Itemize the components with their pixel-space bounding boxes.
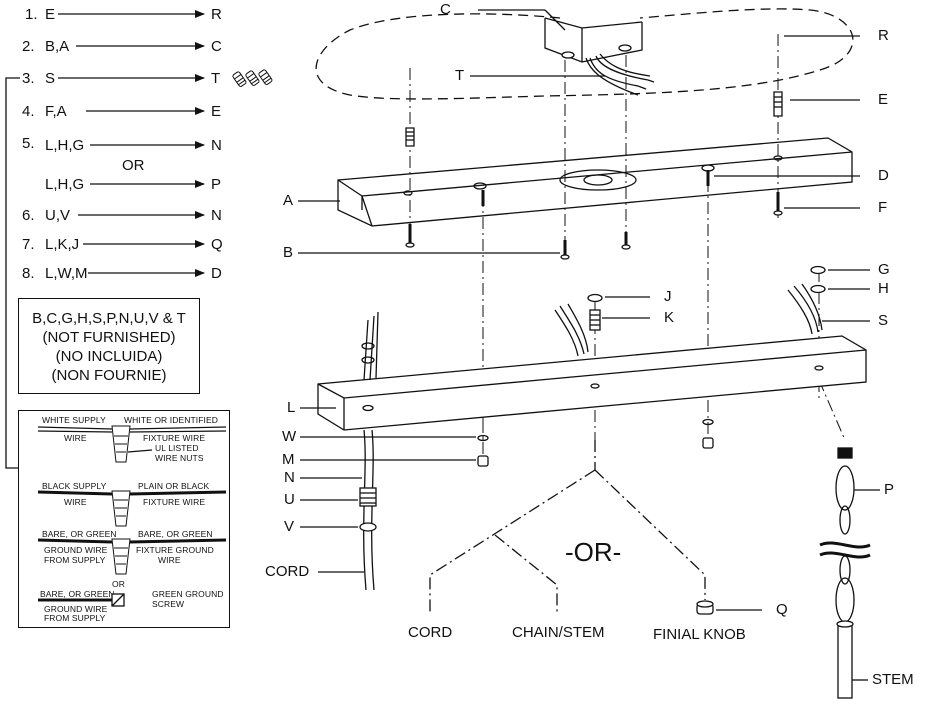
step-number: 4.: [22, 103, 35, 120]
option-finial-knob: FINIAL KNOB: [653, 626, 746, 643]
step-number: 1.: [25, 6, 38, 23]
label-cord: CORD: [265, 563, 310, 580]
fixture-ground-label: FIXTURE GROUND: [136, 545, 214, 555]
label-b: B: [283, 244, 294, 261]
label-n: N: [284, 469, 295, 486]
label-h: H: [878, 280, 889, 297]
label-r: R: [878, 27, 889, 44]
wire-label: WIRE: [64, 433, 87, 443]
wiring-diagram-box: [18, 410, 230, 628]
label-k: K: [664, 309, 675, 326]
ul-listed-label: UL LISTED: [155, 443, 199, 453]
chain-icon: [819, 447, 871, 699]
step-from: L,H,G: [45, 137, 85, 154]
fixture-wire-label: FIXTURE WIRE: [143, 433, 206, 443]
wire-nut-icon: [232, 69, 273, 87]
label-s: S: [878, 312, 889, 329]
wire-label: WIRE: [64, 497, 87, 507]
bare-green-label: BARE, OR GREEN: [42, 529, 117, 539]
fixture-wire-label: FIXTURE WIRE: [143, 497, 206, 507]
step-to: E: [211, 103, 222, 120]
label-j: J: [664, 288, 672, 305]
bare-green-label: BARE, OR GREEN: [40, 589, 115, 599]
or-label: OR: [112, 579, 125, 589]
black-supply-label: BLACK SUPPLY: [42, 481, 107, 491]
plain-black-label: PLAIN OR BLACK: [138, 481, 210, 491]
not-furnished-parts: B,C,G,H,S,P,N,U,V & T: [32, 310, 186, 327]
label-a: A: [283, 192, 294, 209]
step-from: F,A: [45, 103, 67, 120]
or-word: OR: [122, 157, 145, 174]
not-furnished-fr: (NON FOURNIE): [51, 367, 167, 384]
wire-label: WIRE: [158, 555, 181, 565]
ceiling-outline: [315, 8, 854, 100]
option-chain-stem: CHAIN/STEM: [512, 624, 605, 641]
outlet-box: [544, 17, 655, 96]
from-supply-label: FROM SUPPLY: [44, 613, 106, 623]
white-identified-label: WHITE OR IDENTIFIED: [124, 415, 218, 425]
green-ground-label: GREEN GROUND: [152, 589, 224, 599]
step-from: U,V: [45, 207, 71, 224]
from-supply-label: FROM SUPPLY: [44, 555, 106, 565]
step-to: N: [211, 207, 222, 224]
step-from: L,H,G: [45, 176, 85, 193]
step-to: N: [211, 137, 222, 154]
step-to: C: [211, 38, 222, 55]
wire-nuts-label: WIRE NUTS: [155, 453, 204, 463]
step-to: P: [211, 176, 222, 193]
step-from: L,W,M: [45, 265, 88, 282]
not-furnished-en: (NOT FURNISHED): [42, 329, 176, 346]
label-u: U: [284, 491, 295, 508]
step-from: B,A: [45, 38, 70, 55]
step-number: 3.: [22, 70, 35, 87]
label-l: L: [287, 399, 296, 416]
step-from: S: [45, 70, 56, 87]
label-v: V: [284, 518, 295, 535]
option-cord: CORD: [408, 624, 453, 641]
ground-wire-label: GROUND WIRE: [44, 545, 108, 555]
step-from: L,K,J: [45, 236, 80, 253]
step-number: 5.: [22, 135, 35, 152]
label-w: W: [282, 428, 297, 445]
bare-green-label: BARE, OR GREEN: [138, 529, 213, 539]
label-f: F: [878, 199, 888, 216]
label-g: G: [878, 261, 890, 278]
step-number: 8.: [22, 265, 35, 282]
step-to: Q: [211, 236, 223, 253]
not-furnished-box: B,C,G,H,S,P,N,U,V & T (NOT FURNISHED) (N…: [18, 298, 200, 394]
step-to: R: [211, 6, 222, 23]
step-to: D: [211, 265, 222, 282]
white-supply-label: WHITE SUPPLY: [42, 415, 106, 425]
ground-screw-icon: [111, 593, 125, 607]
label-c: C: [440, 1, 451, 18]
mounting-plate: [337, 137, 853, 227]
ground-wire-label: GROUND WIRE: [44, 604, 108, 614]
not-furnished-es: (NO INCLUIDA): [55, 348, 163, 365]
label-m: M: [282, 451, 295, 468]
step-from: E: [45, 6, 56, 23]
screw-label: SCREW: [152, 599, 185, 609]
big-or-label: -OR-: [565, 537, 622, 567]
label-e: E: [878, 91, 889, 108]
step-number: 2.: [22, 38, 35, 55]
step-number: 7.: [22, 236, 35, 253]
wire-nut-icon: [111, 425, 131, 575]
label-q: Q: [776, 601, 788, 618]
label-t: T: [455, 67, 465, 84]
label-stem: STEM: [872, 671, 914, 688]
label-d: D: [878, 167, 889, 184]
step-number: 6.: [22, 207, 35, 224]
step-to: T: [211, 70, 221, 87]
screw-icon: [405, 91, 783, 260]
fixture-body: [317, 335, 867, 431]
label-p: P: [884, 481, 895, 498]
